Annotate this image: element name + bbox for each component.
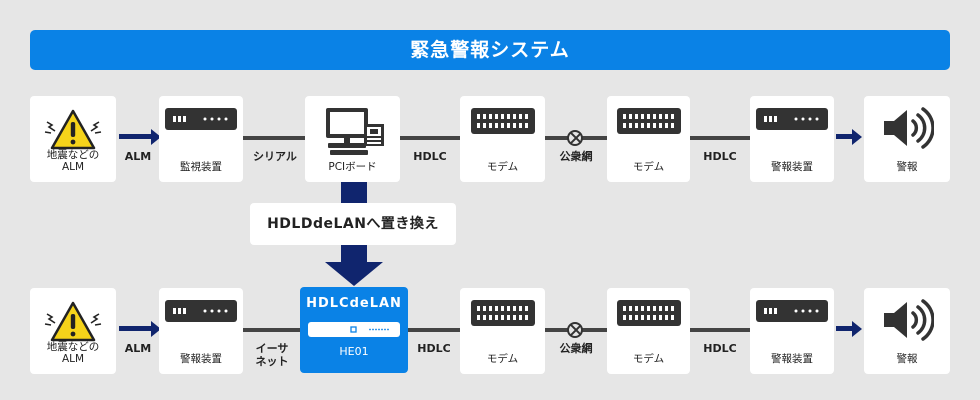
alarm-device-label: 警報装置 <box>771 161 813 173</box>
he01-device-box: HDLCdeLAN HE01 <box>300 287 408 373</box>
modem-icon <box>607 108 690 134</box>
he01-unit-icon <box>308 322 400 337</box>
hdlc-label-4: HDLC <box>703 342 737 355</box>
replace-arrow-shaft <box>341 245 367 263</box>
he01-label: HE01 <box>339 345 369 358</box>
modem-label-3: モデム <box>486 353 519 365</box>
alarm-source-label-2: 地震などの ALM <box>46 341 100 365</box>
alm-label: ALM <box>124 150 152 163</box>
speaker-box: 警報 <box>864 96 950 182</box>
hdlc-label-2: HDLC <box>703 150 737 163</box>
output-arrow-head-2 <box>852 321 862 337</box>
alarm-device-box: 警報装置 <box>750 96 834 182</box>
replace-label: HDLDdeLANへ置き換え <box>250 203 456 245</box>
speaker-icon <box>864 298 950 342</box>
speaker-label: 警報 <box>896 161 918 173</box>
pci-board-box: PCIボード <box>305 96 400 182</box>
alarm-source-box-2: 地震などの ALM <box>30 288 116 374</box>
device-unit-icon <box>159 108 243 130</box>
speaker-box-2: 警報 <box>864 288 950 374</box>
alarm-source-label: 地震などの ALM <box>46 149 100 173</box>
pci-board-label: PCIボード <box>328 161 377 173</box>
alm-arrow <box>119 134 153 139</box>
alarm-device-label-right: 警報装置 <box>771 353 813 365</box>
warning-icon <box>30 108 116 154</box>
speaker-icon <box>864 106 950 150</box>
alarm-device-box-left: 警報装置 <box>159 288 243 374</box>
alarm-source-box: 地震などの ALM <box>30 96 116 182</box>
alm-arrow-2 <box>119 326 153 331</box>
output-arrow-head <box>852 129 862 145</box>
modem-box-1: モデム <box>460 96 545 182</box>
hdlc-line-3 <box>408 328 460 332</box>
alm-label-2: ALM <box>124 342 152 355</box>
hdlc-label: HDLC <box>413 150 447 163</box>
hdlc-line-4 <box>690 328 750 332</box>
alarm-device-box-right: 警報装置 <box>750 288 834 374</box>
alarm-device-label-left: 警報装置 <box>180 353 222 365</box>
device-unit-icon <box>750 300 834 322</box>
output-arrow <box>836 134 854 139</box>
monitoring-device-box: 監視装置 <box>159 96 243 182</box>
warning-icon <box>30 300 116 346</box>
modem-icon <box>460 108 545 134</box>
alm-arrow-head <box>151 129 161 145</box>
modem-label-4: モデム <box>632 353 665 365</box>
ethernet-label: イーサ ネット <box>255 342 289 368</box>
he01-title: HDLCdeLAN <box>306 296 402 311</box>
monitoring-device-label: 監視装置 <box>180 161 222 173</box>
alm-arrow-head-2 <box>151 321 161 337</box>
modem-box-3: モデム <box>460 288 545 374</box>
hdlc-line-2 <box>690 136 750 140</box>
public-network-label: 公衆網 <box>559 150 593 163</box>
modem-label-2: モデム <box>632 161 665 173</box>
modem-label-1: モデム <box>486 161 519 173</box>
hdlc-line <box>400 136 460 140</box>
device-unit-icon <box>750 108 834 130</box>
speaker-label-2: 警報 <box>896 353 918 365</box>
output-arrow-2 <box>836 326 854 331</box>
serial-label: シリアル <box>253 150 297 163</box>
modem-box-4: モデム <box>607 288 690 374</box>
hdlc-label-3: HDLC <box>417 342 451 355</box>
ethernet-line <box>243 328 300 332</box>
serial-line <box>243 136 305 140</box>
replace-arrow-head <box>325 262 383 286</box>
page-title: 緊急警報システム <box>30 30 950 70</box>
modem-icon <box>607 300 690 326</box>
modem-box-2: モデム <box>607 96 690 182</box>
device-unit-icon <box>159 300 243 322</box>
computer-icon <box>305 106 400 158</box>
modem-icon <box>460 300 545 326</box>
public-network-label-2: 公衆網 <box>559 342 593 355</box>
network-cross-icon <box>567 322 583 338</box>
network-cross-icon <box>567 130 583 146</box>
replace-connector <box>341 182 367 204</box>
